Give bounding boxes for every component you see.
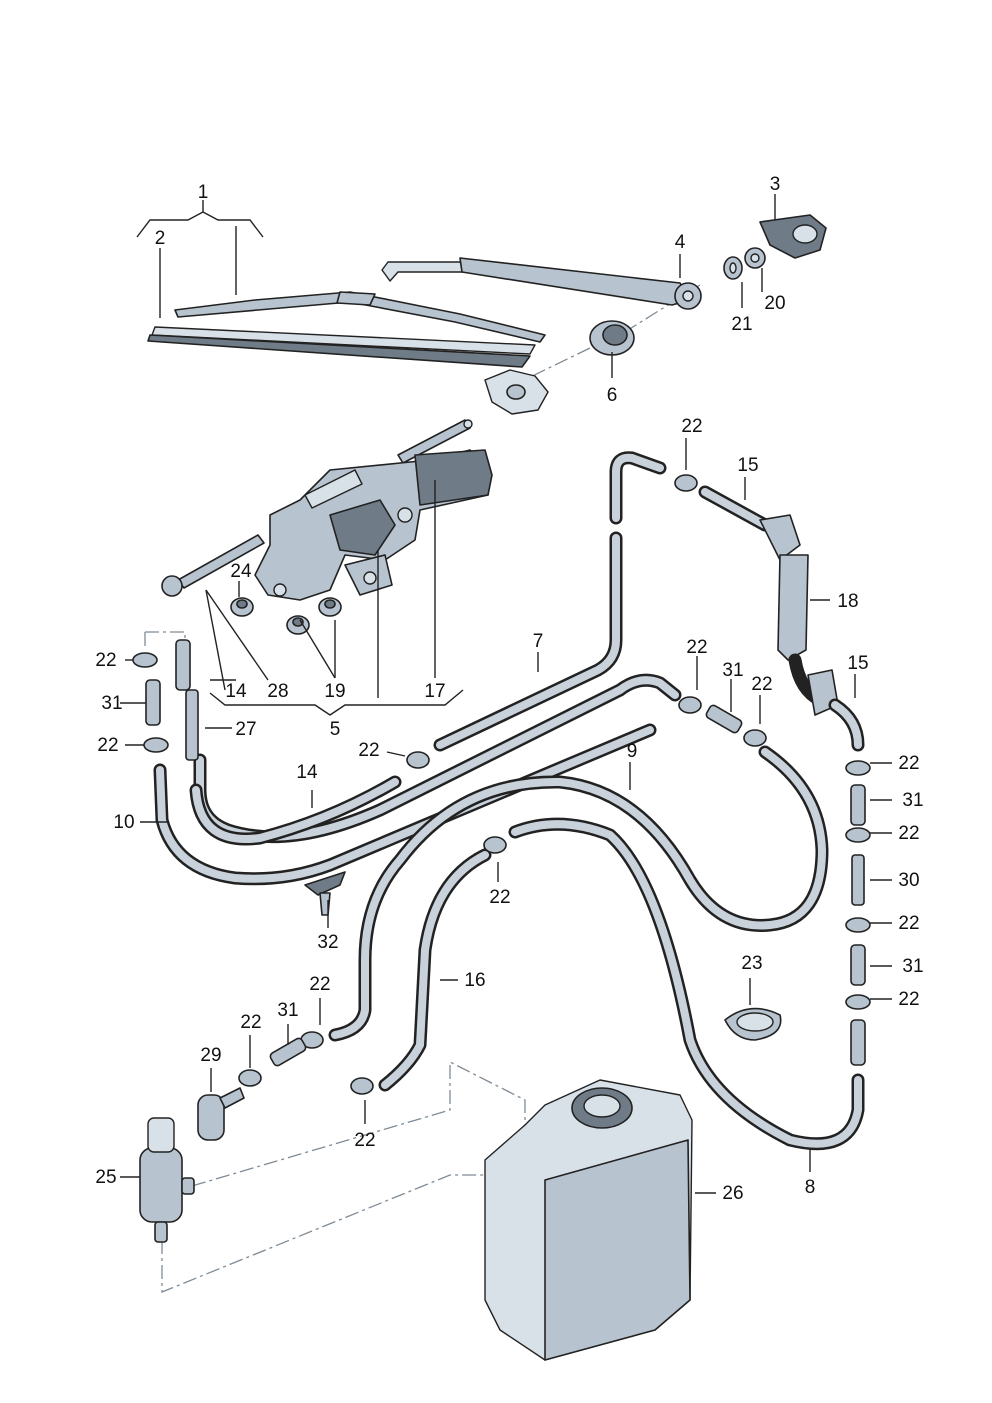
seal[interactable] bbox=[484, 369, 549, 415]
callout-20: 20 bbox=[764, 293, 785, 314]
callout-14-lower: 14 bbox=[296, 762, 318, 783]
callout-14-upper: 14 bbox=[225, 681, 247, 702]
wiper-arm[interactable] bbox=[381, 257, 702, 310]
callout-22-r4: 22 bbox=[898, 989, 919, 1010]
callout-32: 32 bbox=[317, 932, 338, 953]
callout-22-mid: 22 bbox=[751, 674, 772, 695]
hose-clip[interactable] bbox=[724, 1007, 782, 1041]
callout-18: 18 bbox=[837, 591, 858, 612]
rubber-grommet-19b[interactable] bbox=[318, 597, 342, 617]
rubber-grommet-24[interactable] bbox=[230, 597, 254, 617]
pump-seal[interactable] bbox=[197, 1087, 245, 1141]
callout-19: 19 bbox=[324, 681, 345, 702]
washer[interactable] bbox=[723, 256, 743, 280]
callout-22-pump-lower: 22 bbox=[240, 1012, 261, 1033]
callout-31-mid: 31 bbox=[722, 660, 743, 681]
callout-22-pump-upper: 22 bbox=[309, 974, 330, 995]
callout-17: 17 bbox=[424, 681, 445, 702]
grommet[interactable] bbox=[589, 320, 635, 356]
callout-22-r1: 22 bbox=[898, 753, 919, 774]
callout-27: 27 bbox=[235, 719, 256, 740]
push-rod-lower[interactable] bbox=[161, 534, 265, 597]
callout-3: 3 bbox=[770, 174, 781, 195]
callout-22-r2: 22 bbox=[898, 823, 919, 844]
callout-22-center: 22 bbox=[489, 887, 510, 908]
callout-22-left-top: 22 bbox=[95, 650, 116, 671]
push-rod-upper[interactable] bbox=[397, 419, 473, 464]
callout-22-r3: 22 bbox=[898, 913, 919, 934]
wiper-arm-cap[interactable] bbox=[759, 214, 827, 259]
callout-29: 29 bbox=[200, 1045, 221, 1066]
hex-nut[interactable] bbox=[744, 247, 766, 269]
callout-labels: 1 2 3 4 20 21 6 22 15 18 15 7 22 31 22 2… bbox=[95, 174, 923, 1204]
rubber-grommet-19a[interactable] bbox=[286, 615, 310, 635]
callout-7: 7 bbox=[533, 631, 544, 652]
washer-fluid-reservoir[interactable] bbox=[484, 1079, 693, 1361]
callout-28: 28 bbox=[267, 681, 288, 702]
callout-15-top: 15 bbox=[737, 455, 758, 476]
assembly-lines bbox=[144, 284, 701, 1293]
callout-22-hose7: 22 bbox=[358, 740, 379, 761]
callout-1: 1 bbox=[198, 182, 209, 203]
callout-25: 25 bbox=[95, 1167, 116, 1188]
callout-31-r1: 31 bbox=[902, 790, 923, 811]
washer-pump[interactable] bbox=[139, 1117, 195, 1243]
callout-15-mid: 15 bbox=[847, 653, 868, 674]
callout-31-r2: 31 bbox=[902, 956, 923, 977]
callout-22-left-bottom: 22 bbox=[97, 735, 118, 756]
connectors[interactable] bbox=[145, 639, 866, 1067]
callout-8: 8 bbox=[805, 1177, 816, 1198]
callout-4: 4 bbox=[675, 232, 686, 253]
callout-2: 2 bbox=[155, 228, 166, 249]
hoses[interactable] bbox=[153, 451, 865, 1151]
callout-23: 23 bbox=[741, 953, 762, 974]
callout-21: 21 bbox=[731, 314, 752, 335]
wiper-blade[interactable] bbox=[147, 291, 546, 368]
callout-5: 5 bbox=[330, 719, 341, 740]
callout-30: 30 bbox=[898, 870, 919, 891]
callout-9: 9 bbox=[627, 741, 638, 762]
retaining-clip[interactable] bbox=[304, 871, 346, 916]
callout-31-left: 31 bbox=[101, 693, 122, 714]
callout-22-top: 22 bbox=[681, 416, 702, 437]
callout-10: 10 bbox=[113, 812, 134, 833]
callout-6: 6 bbox=[607, 385, 618, 406]
leader-lines bbox=[120, 194, 892, 1194]
wiper-motor[interactable] bbox=[254, 449, 493, 601]
callout-16: 16 bbox=[464, 970, 485, 991]
callout-22-hose14: 22 bbox=[686, 637, 707, 658]
callout-24: 24 bbox=[230, 561, 252, 582]
callout-22-hose16: 22 bbox=[354, 1130, 375, 1151]
callout-26: 26 bbox=[722, 1183, 743, 1204]
callout-31-pump: 31 bbox=[277, 1000, 298, 1021]
